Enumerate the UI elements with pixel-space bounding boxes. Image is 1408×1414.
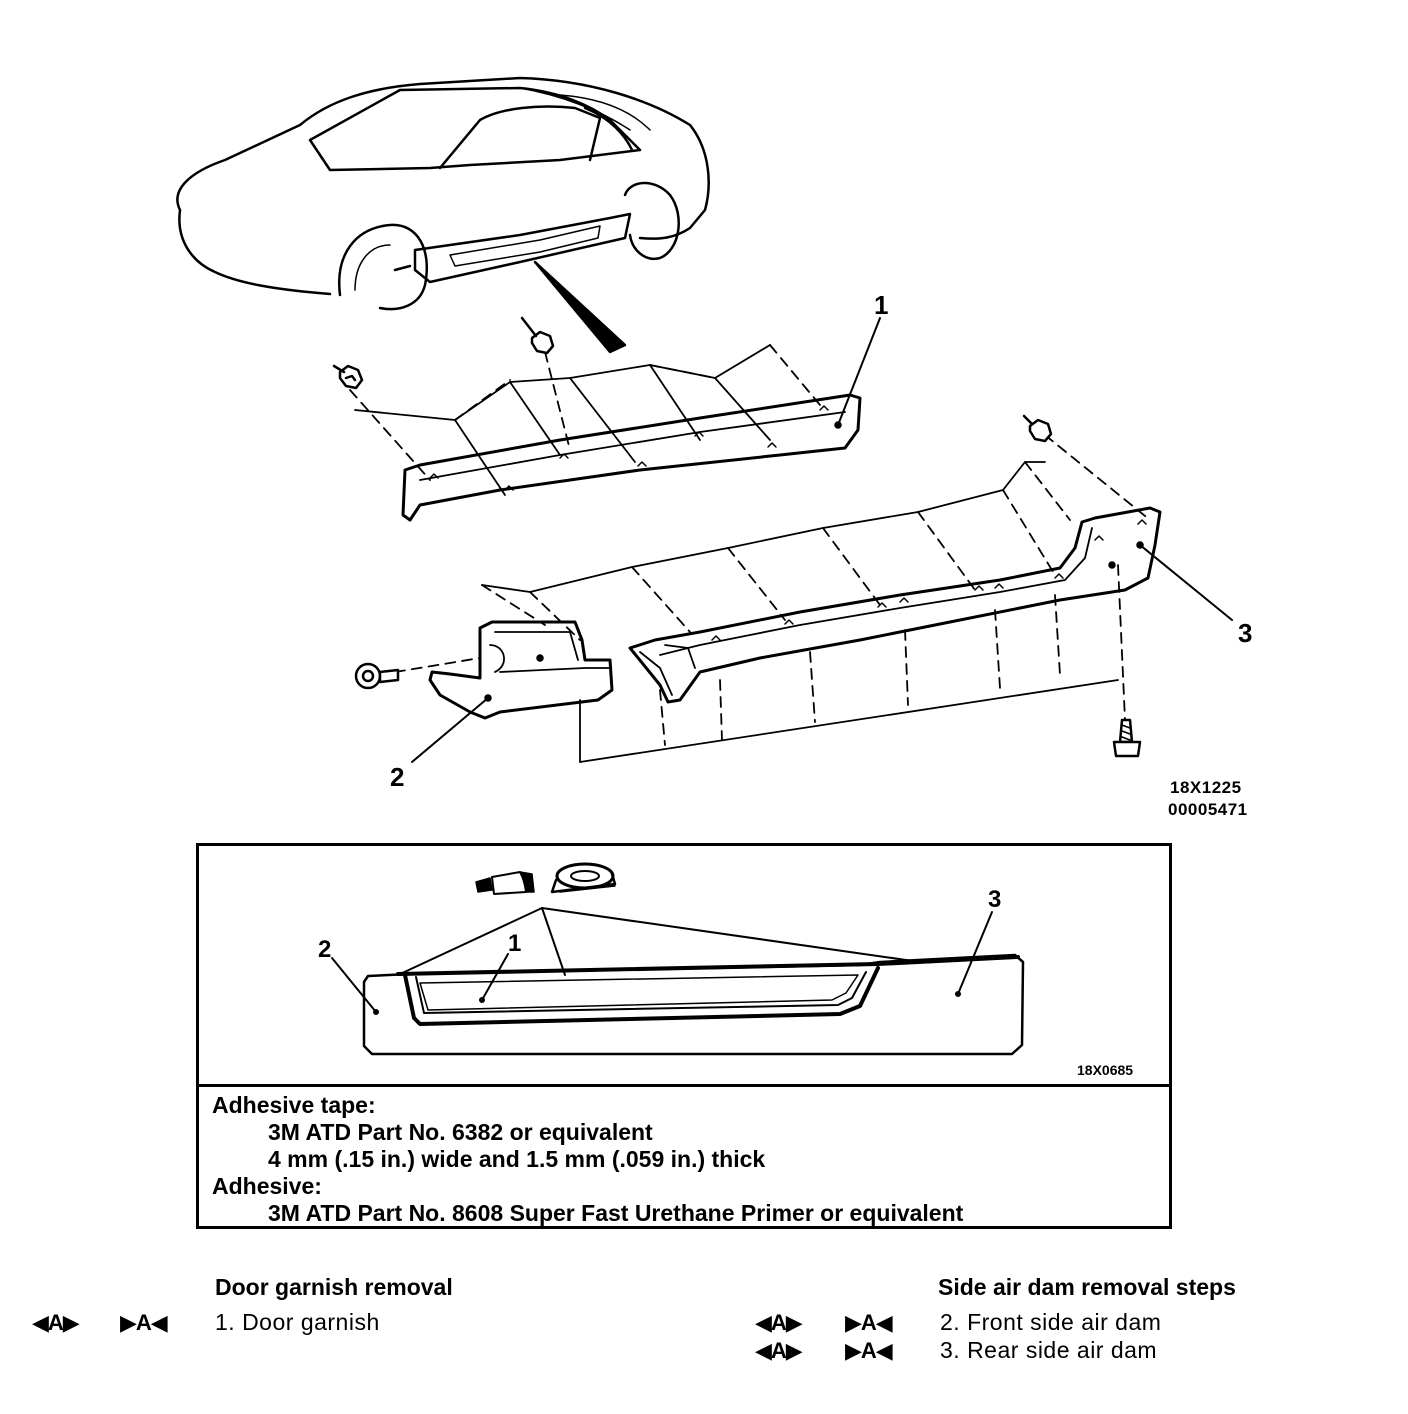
screw-icon bbox=[354, 662, 400, 690]
inset-callout-3: 3 bbox=[988, 886, 1002, 913]
tape-roll-icon bbox=[550, 862, 617, 894]
door-garnish-part-1 bbox=[332, 316, 881, 522]
adhesive-tape-size: 4 mm (.15 in.) wide and 1.5 mm (.059 in.… bbox=[268, 1146, 766, 1172]
inset-callout-2: 2 bbox=[318, 936, 332, 963]
inset-callout-1: 1 bbox=[508, 930, 522, 957]
inset-divider bbox=[196, 1084, 1172, 1087]
screw-icon bbox=[1112, 718, 1142, 758]
inset-figure-code: 18X0685 bbox=[1077, 1062, 1134, 1078]
marker-a-reverse-icon: ▶A◀ bbox=[845, 1338, 893, 1363]
primer-tube-icon bbox=[475, 871, 535, 895]
step-door-garnish: 1. Door garnish bbox=[215, 1309, 380, 1335]
front-side-air-dam-part-2 bbox=[354, 584, 614, 763]
car-illustration bbox=[176, 76, 710, 311]
marker-a-icon: ◀A▶ bbox=[32, 1310, 80, 1335]
callout-3-label: 3 bbox=[1238, 618, 1253, 648]
step-rear-side-air-dam: 3. Rear side air dam bbox=[940, 1337, 1158, 1363]
side-air-dam-removal-title: Side air dam removal steps bbox=[938, 1274, 1236, 1300]
callout-2-label: 2 bbox=[390, 762, 405, 792]
adhesive-label: Adhesive: bbox=[212, 1173, 322, 1199]
adhesive-part: 3M ATD Part No. 8608 Super Fast Urethane… bbox=[268, 1200, 964, 1226]
pointer-wedge bbox=[533, 260, 627, 354]
marker-a-reverse-icon: ▶A◀ bbox=[120, 1310, 168, 1335]
marker-a-icon: ◀A▶ bbox=[755, 1338, 803, 1363]
marker-a-reverse-icon: ▶A◀ bbox=[845, 1310, 893, 1335]
clip-fastener-icon bbox=[332, 364, 364, 390]
figure-code: 18X1225 bbox=[1170, 778, 1242, 797]
adhesive-tape-label: Adhesive tape: bbox=[212, 1092, 376, 1118]
marker-a-icon: ◀A▶ bbox=[755, 1310, 803, 1335]
adhesive-inset-box bbox=[196, 843, 1172, 1229]
clip-fastener-icon bbox=[1022, 414, 1053, 443]
clip-fastener-icon bbox=[520, 316, 555, 355]
step-front-side-air-dam: 2. Front side air dam bbox=[940, 1309, 1162, 1335]
callout-1-label: 1 bbox=[874, 290, 889, 320]
adhesive-specification: Adhesive tape: 3M ATD Part No. 6382 or e… bbox=[212, 1092, 963, 1227]
adhesive-tape-part: 3M ATD Part No. 6382 or equivalent bbox=[268, 1119, 653, 1145]
figure-code-secondary: 00005471 bbox=[1168, 800, 1248, 819]
door-garnish-removal-title: Door garnish removal bbox=[215, 1274, 453, 1300]
rear-side-air-dam-part-3 bbox=[481, 414, 1233, 763]
